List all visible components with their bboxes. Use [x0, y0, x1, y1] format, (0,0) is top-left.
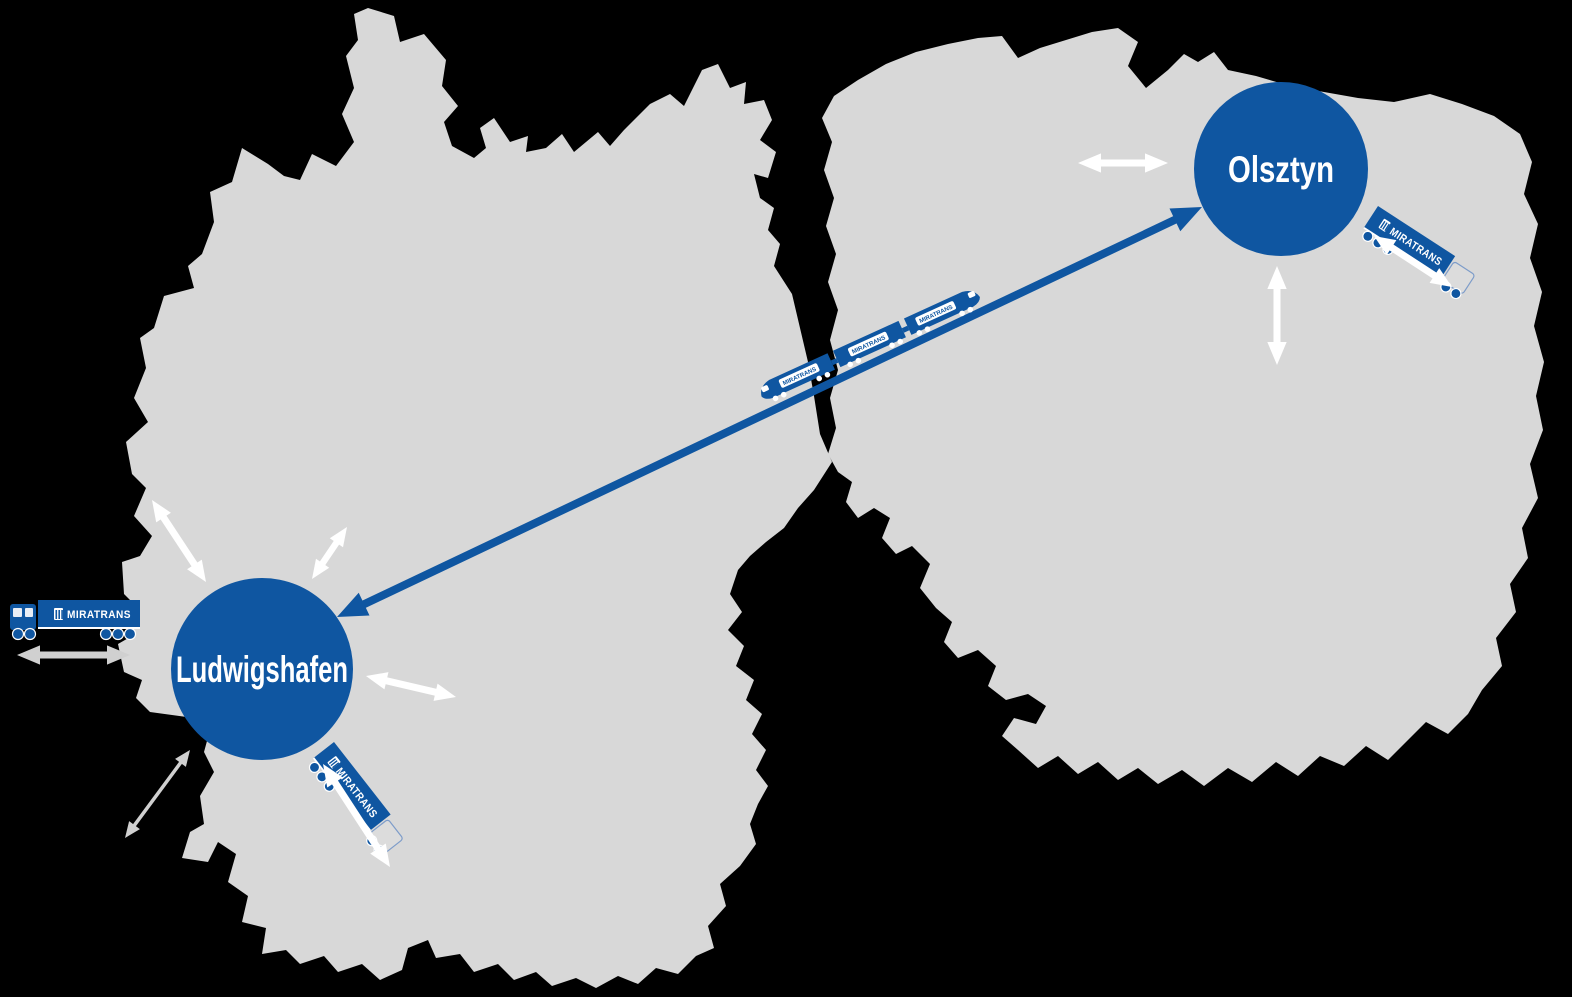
- truck-icon-west: MIRATRANS: [10, 600, 140, 641]
- cab-window: [13, 608, 22, 617]
- truck-wheel: [1362, 230, 1374, 242]
- truck-cab: [10, 604, 36, 630]
- brand-label: MIRATRANS: [67, 609, 131, 621]
- truck-chassis: [38, 627, 140, 629]
- train-window: [967, 291, 976, 298]
- hub-ludwigshafen: Ludwigshafen: [171, 578, 353, 760]
- truck-wheel: [23, 627, 37, 641]
- double-arrow-icon: [17, 645, 130, 665]
- hub-circle-olsztyn: [1194, 82, 1368, 256]
- hub-label-olsztyn: Olsztyn: [1228, 149, 1334, 190]
- double-arrow-icon: [366, 672, 456, 701]
- double-arrow-icon: [1267, 266, 1287, 365]
- brand-logo-icon: [1378, 218, 1391, 232]
- cab-window: [25, 608, 33, 617]
- route-layer: [337, 207, 1202, 617]
- double-arrow-icon: [1374, 236, 1452, 287]
- train-wheels: [772, 306, 974, 402]
- double-arrow-icon: [323, 764, 390, 867]
- hub-circle-ludwigshafen: [171, 578, 353, 760]
- brand-logo-icon: [54, 608, 63, 620]
- route-line-arrow: [337, 207, 1202, 617]
- train-coupler: [830, 358, 839, 366]
- double-arrow-icon: [152, 500, 206, 582]
- poland-map: [822, 28, 1544, 786]
- truck-wheel: [111, 627, 125, 641]
- truck-wheel: [99, 627, 113, 641]
- truck-wheel: [308, 761, 321, 773]
- hub-label-ludwigshafen: Ludwigshafen: [176, 649, 348, 690]
- train-icon: MIRATRANS MIRATRANS MIRATRANS: [761, 291, 980, 402]
- truck-wheel: [123, 627, 137, 641]
- train-coupler: [901, 325, 910, 333]
- truck-wheel: [1450, 287, 1462, 300]
- double-arrow-icon: [125, 750, 190, 838]
- arrows-layer: [17, 153, 1452, 867]
- truck-wheel: [11, 627, 25, 641]
- hub-olsztyn: Olsztyn: [1194, 82, 1368, 256]
- brand-logo-icon: [327, 756, 341, 769]
- double-arrow-icon: [1078, 153, 1168, 173]
- train-window: [761, 385, 769, 393]
- double-arrow-icon: [312, 527, 347, 579]
